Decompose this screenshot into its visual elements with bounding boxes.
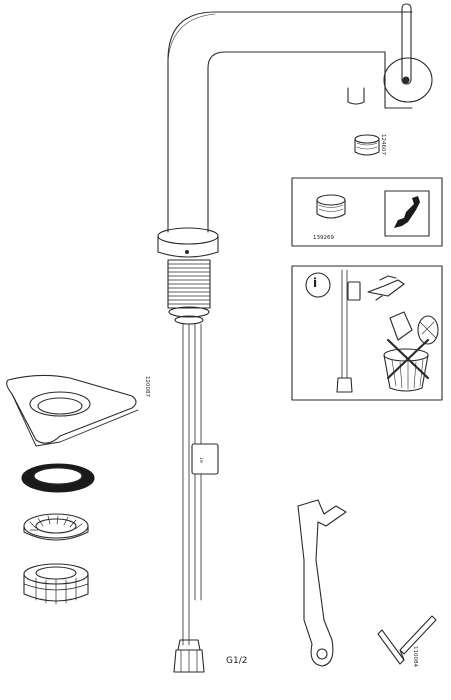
part-number-hex-key: 110084 <box>412 646 418 667</box>
thread-size-label: G1/2 <box>226 656 248 666</box>
aerator-icon <box>316 194 346 219</box>
lock-washer-icon <box>23 513 89 541</box>
aerator-icon <box>354 134 380 156</box>
mounting-plate-icon <box>6 374 139 447</box>
hand-icon <box>367 275 405 301</box>
nut-icon <box>23 563 89 605</box>
info-icon <box>305 272 331 298</box>
wall-map-icon <box>384 190 430 237</box>
hose-sketch <box>336 269 361 393</box>
hose-tag-label: 1m <box>199 457 204 464</box>
hex-key-icon <box>377 615 437 665</box>
disposal-info-panel <box>291 265 443 401</box>
trash-bin-icon <box>383 311 439 392</box>
faucet-icon <box>157 3 433 673</box>
part-number-aerator-alt: 139269 <box>313 235 334 241</box>
part-number-aerator: 124607 <box>380 134 386 155</box>
info-symbol: i <box>313 276 318 290</box>
wrench-icon <box>297 499 347 667</box>
aerator-info-panel <box>291 177 443 247</box>
part-number-mounting-plate: 120087 <box>144 376 150 397</box>
gasket-icon <box>21 463 95 493</box>
